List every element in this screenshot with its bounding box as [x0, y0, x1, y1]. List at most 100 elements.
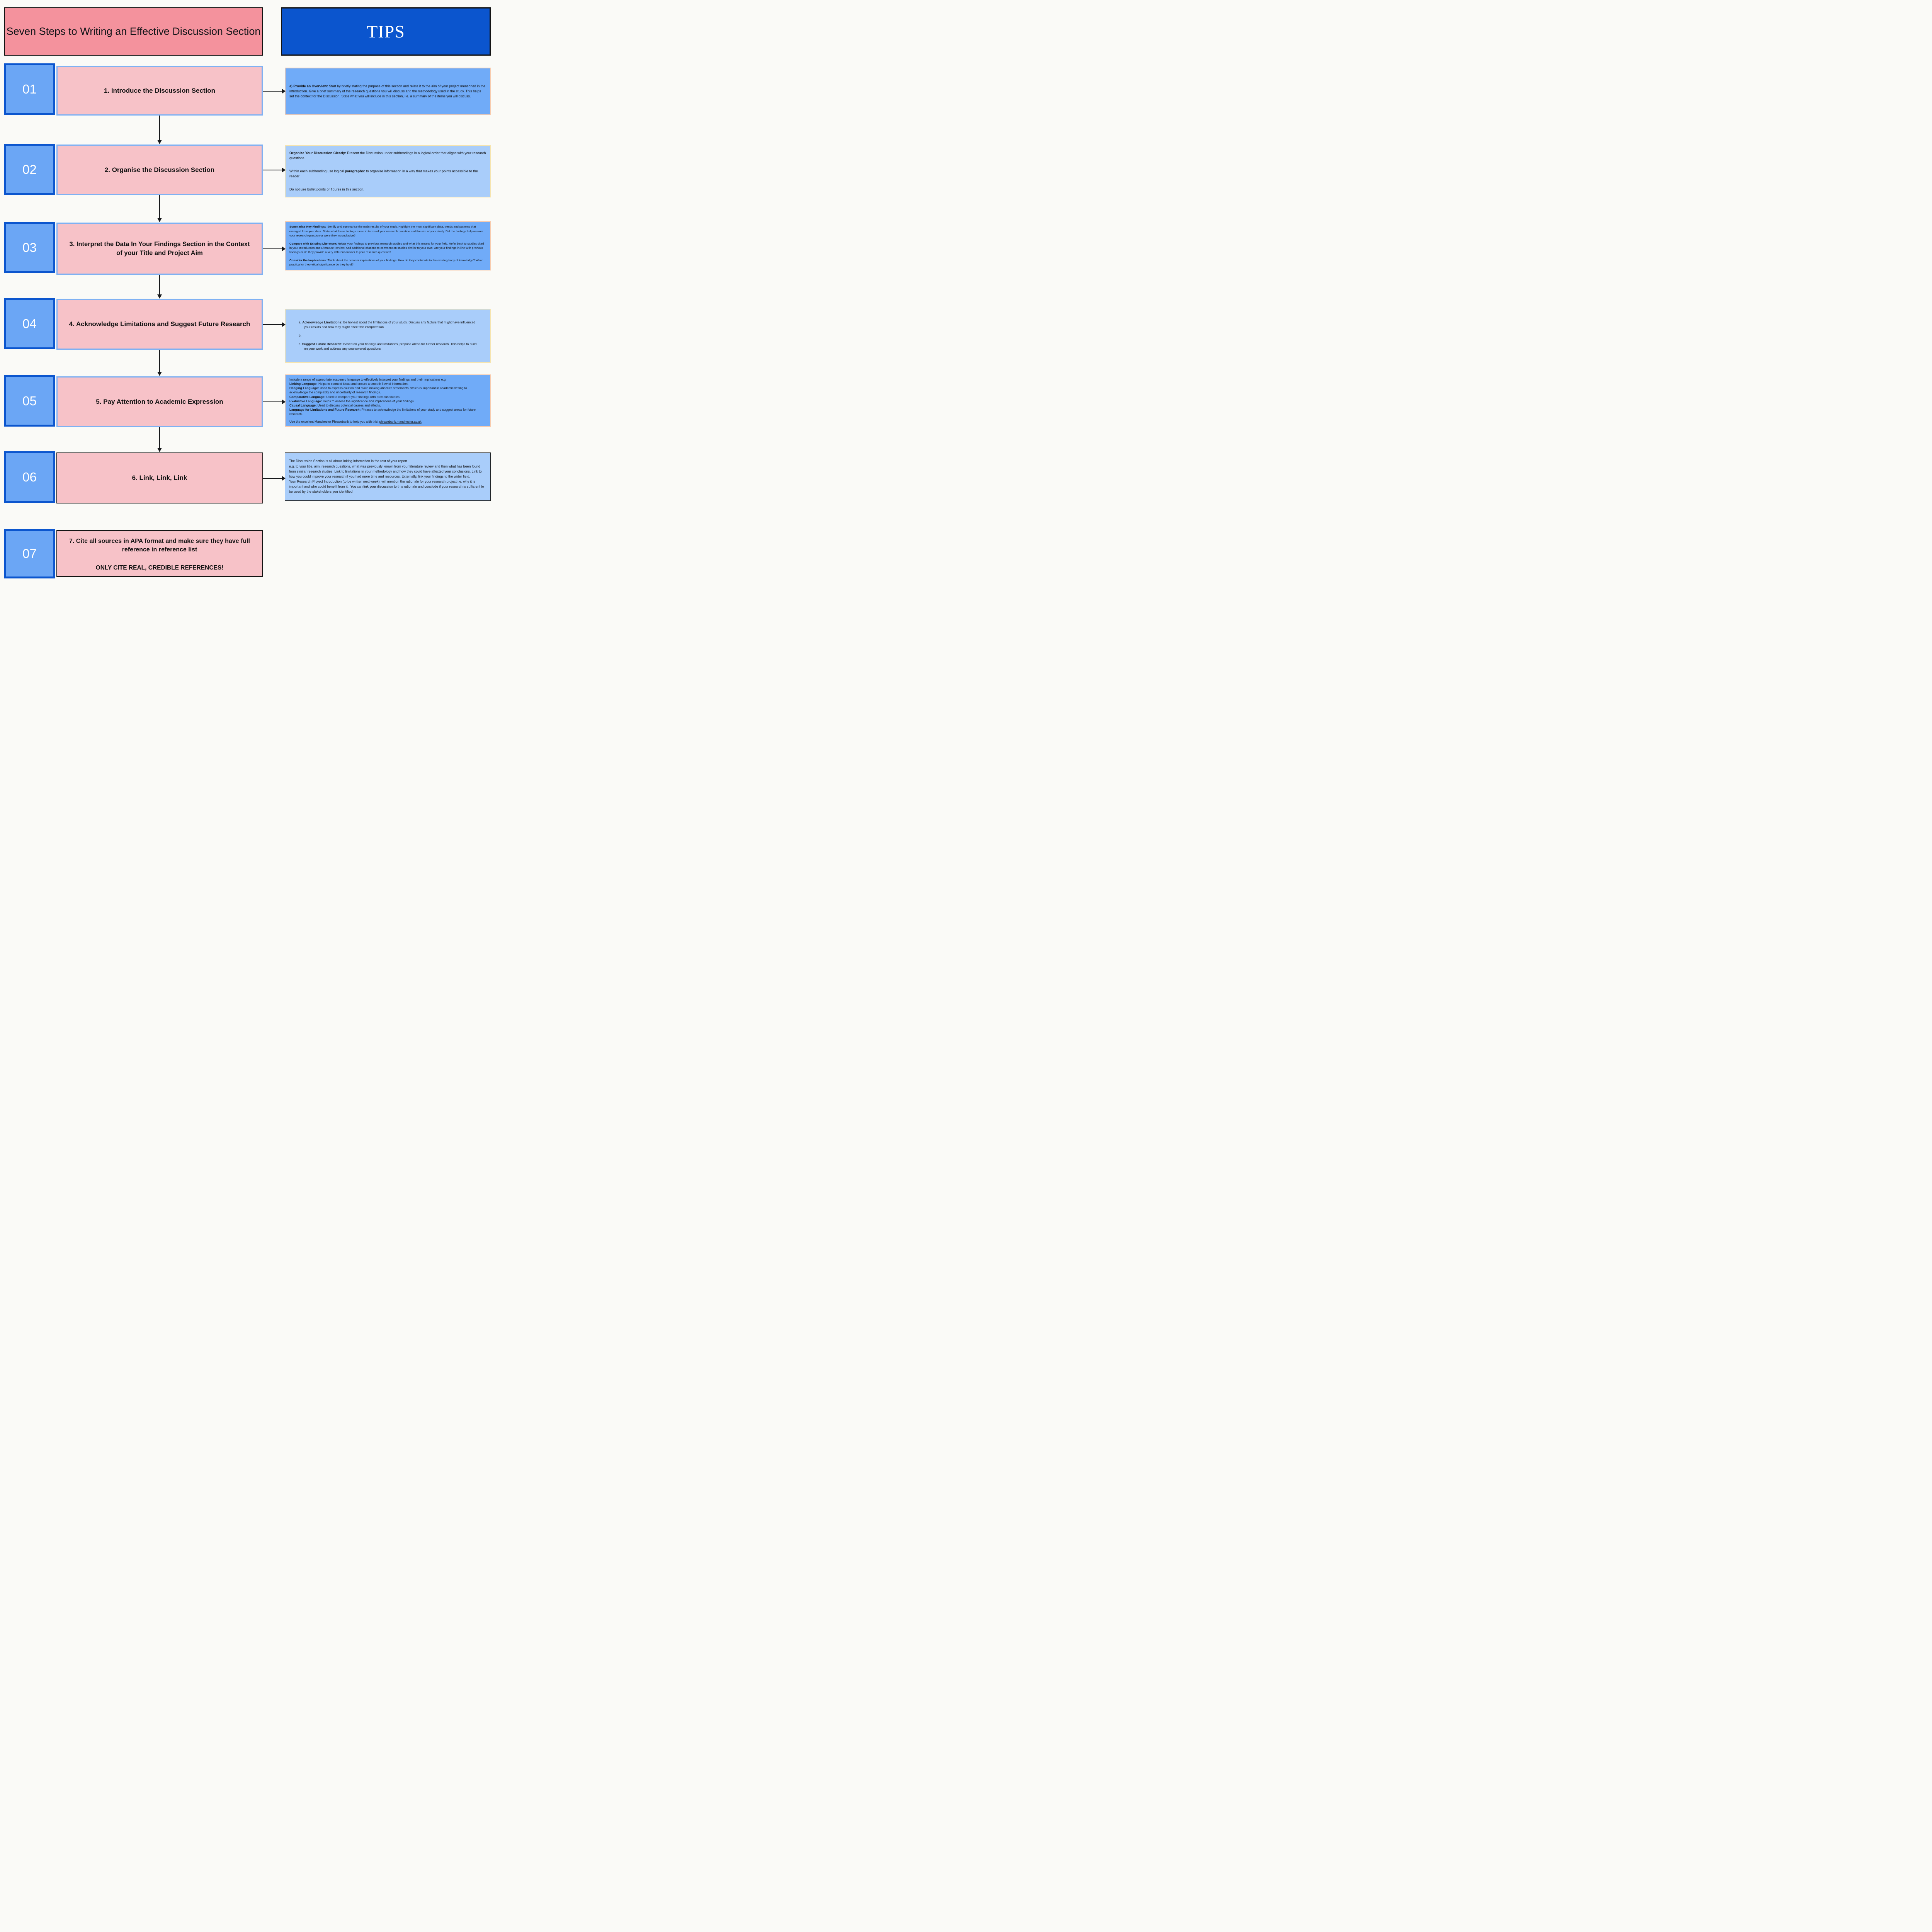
step-label-7-warning: ONLY CITE REAL, CREDIBLE REFERENCES! [95, 565, 224, 571]
step-label-7: 7. Cite all sources in APA format and ma… [69, 538, 250, 553]
step-box-1: 1. Introduce the Discussion Section [56, 66, 263, 116]
tip-text-segment: Identify and summarise the main results … [289, 225, 483, 237]
tip-text-segment: Do not use bullet points or figures [289, 187, 342, 191]
tip-arrow-step6 [263, 476, 286, 481]
flow-arrow-step5-to-step6 [157, 427, 162, 452]
tip-paragraph: The Discussion Section is all about link… [289, 459, 486, 464]
list-marker: b. [299, 333, 301, 338]
step-number-05: 05 [4, 375, 55, 427]
step-label-6: 6. Link, Link, Link [132, 474, 187, 481]
tip-box-1: a) Provide an Overview: Start by briefly… [285, 68, 491, 115]
tip-text-segment: Use the excellent Manchester Phrasebank … [289, 420, 379, 423]
step-number-05-text: 05 [22, 393, 37, 408]
tip-paragraph: Use the excellent Manchester Phrasebank … [289, 420, 486, 424]
step-number-06: 06 [4, 451, 55, 503]
tip-text-segment: Acknowledge Limitations: [302, 320, 344, 325]
tip-text-segment: Used to compare your findings with previ… [326, 395, 401, 399]
tip-paragraph: Summarise Key Findings: Identify and sum… [289, 224, 486, 237]
tip-text-segment: Language for Limitations and Future Rese… [289, 408, 362, 412]
step-number-01-text: 01 [22, 82, 37, 96]
step-box-7: 7. Cite all sources in APA format and ma… [56, 530, 263, 577]
tip-text-segment: Helps to connect ideas and ensure a smoo… [318, 382, 409, 386]
tips-header-text: TIPS [367, 22, 405, 41]
tip-box-5: Include a range of appropriate academic … [285, 374, 491, 427]
tip-text-segment: Relate your findings to previous researc… [289, 242, 484, 254]
tip-text-segment: Used to discuss potential causes and eff… [317, 403, 381, 407]
tip-text-segment: Present the Discussion under subheadings… [289, 151, 486, 160]
tip-box-4: a. Acknowledge Limitations: Be honest ab… [285, 309, 491, 363]
tip-paragraph: Include a range of appropriate academic … [289, 378, 486, 382]
tip-text-segment: Your Research Project Introduction (to b… [289, 480, 484, 494]
tip-text-segment: Include a range of appropriate academic … [289, 378, 447, 381]
tip-paragraph: Compare with Existing Literature: Relate… [289, 242, 486, 254]
tip-text-segment: Evaluative Language: [289, 399, 323, 403]
step-number-04-text: 04 [22, 316, 37, 331]
tip-text-segment: in this section. [341, 187, 364, 191]
tip-paragraph: a) Provide an Overview: Start by briefly… [289, 84, 486, 99]
tip-paragraph: b. [299, 333, 481, 338]
tip-paragraph: Do not use bullet points or figures in t… [289, 187, 486, 192]
tip-box-2: Organize Your Discussion Clearly: Presen… [285, 145, 491, 197]
step-box-4: 4. Acknowledge Limitations and Suggest F… [56, 299, 263, 350]
step-number-06-text: 06 [22, 469, 37, 484]
step-number-01: 01 [4, 63, 55, 115]
flow-arrow-step2-to-step3 [157, 195, 162, 222]
tip-text-segment: Hedging Language: [289, 386, 320, 390]
step-box-3: 3. Interpret the Data In Your Findings S… [56, 223, 263, 275]
page-title-text: Seven Steps to Writing an Effective Disc… [6, 26, 261, 37]
tip-text-segment: Consider the Implications: [289, 259, 328, 262]
tip-paragraph: Language for Limitations and Future Rese… [289, 408, 486, 416]
infographic-page: Seven Steps to Writing an Effective Disc… [0, 0, 492, 580]
phrasebank-link[interactable]: phrasebank.manchester.ac.uk [379, 420, 422, 423]
tip-text-segment: Used to express caution and avoid making… [289, 386, 467, 395]
tip-text-segment: The Discussion Section is all about link… [289, 459, 408, 463]
step-label-1: 1. Introduce the Discussion Section [104, 87, 216, 94]
flow-arrow-step1-to-step2 [157, 116, 162, 144]
tip-arrow-step3 [263, 247, 286, 251]
tip-text-segment: Think about the broader implications of … [289, 259, 483, 267]
page-title: Seven Steps to Writing an Effective Disc… [4, 7, 263, 56]
step-label-2: 2. Organise the Discussion Section [104, 166, 215, 173]
step-box-2: 2. Organise the Discussion Section [56, 145, 263, 195]
tip-text-segment: Start by briefly stating the purpose of … [289, 84, 486, 98]
tip-text-segment: Within each subheading use logical [289, 169, 345, 173]
step-number-02-text: 02 [22, 162, 37, 177]
tip-text-segment: Linking Language: [289, 382, 319, 386]
step-label-3: 3. Interpret the Data In Your Findings S… [69, 241, 250, 257]
tip-paragraph [289, 416, 486, 419]
tip-text-segment: Summarise Key Findings: [289, 225, 327, 229]
tips-header: TIPS [281, 7, 491, 56]
tip-paragraph: Causal Language: Used to discuss potenti… [289, 403, 486, 408]
step-label-4: 4. Acknowledge Limitations and Suggest F… [69, 320, 250, 328]
tip-text-segment: Comparative Language: [289, 395, 327, 399]
tip-paragraph: c. Suggest Future Research: Based on you… [299, 342, 481, 351]
step-number-07: 07 [4, 529, 55, 578]
tip-paragraph: Linking Language: Helps to connect ideas… [289, 382, 486, 386]
tip-paragraph: Comparative Language: Used to compare yo… [289, 395, 486, 399]
tip-paragraph: Organize Your Discussion Clearly: Presen… [289, 151, 486, 161]
list-marker: a. [299, 320, 303, 325]
step-label-5: 5. Pay Attention to Academic Expression [96, 398, 223, 405]
tip-text-segment: Suggest Future Research: [302, 342, 344, 346]
tip-paragraph: Hedging Language: Used to express cautio… [289, 386, 486, 395]
tip-paragraph: Consider the Implications: Think about t… [289, 258, 486, 267]
tip-text-segment: e.g. to your title, aim, research questi… [289, 464, 482, 478]
step-number-04: 04 [4, 298, 55, 349]
flow-arrow-step3-to-step4 [157, 275, 162, 299]
step-number-07-text: 07 [22, 546, 37, 561]
tip-box-6: The Discussion Section is all about link… [285, 452, 491, 501]
tip-text-segment: Helps to assess the significance and imp… [323, 399, 415, 403]
tip-text-segment: Based on your findings and limitations, … [304, 342, 477, 350]
step-number-03: 03 [4, 222, 55, 273]
tip-text-segment: Causal Language: [289, 403, 318, 407]
tip-paragraph: a. Acknowledge Limitations: Be honest ab… [299, 320, 481, 330]
tip-text-segment: Organize Your Discussion Clearly: [289, 151, 347, 155]
tip-paragraph: Your Research Project Introduction (to b… [289, 479, 486, 495]
tip-text-segment: a) Provide an Overview: [289, 84, 329, 88]
tip-paragraph: Evaluative Language: Helps to assess the… [289, 399, 486, 403]
tip-box-3: Summarise Key Findings: Identify and sum… [285, 221, 491, 270]
step-box-5: 5. Pay Attention to Academic Expression [56, 376, 263, 427]
tip-text-segment: Phrases to acknowledge the limitations o… [289, 408, 476, 416]
step-box-6: 6. Link, Link, Link [56, 452, 263, 503]
step-number-03-text: 03 [22, 240, 37, 255]
